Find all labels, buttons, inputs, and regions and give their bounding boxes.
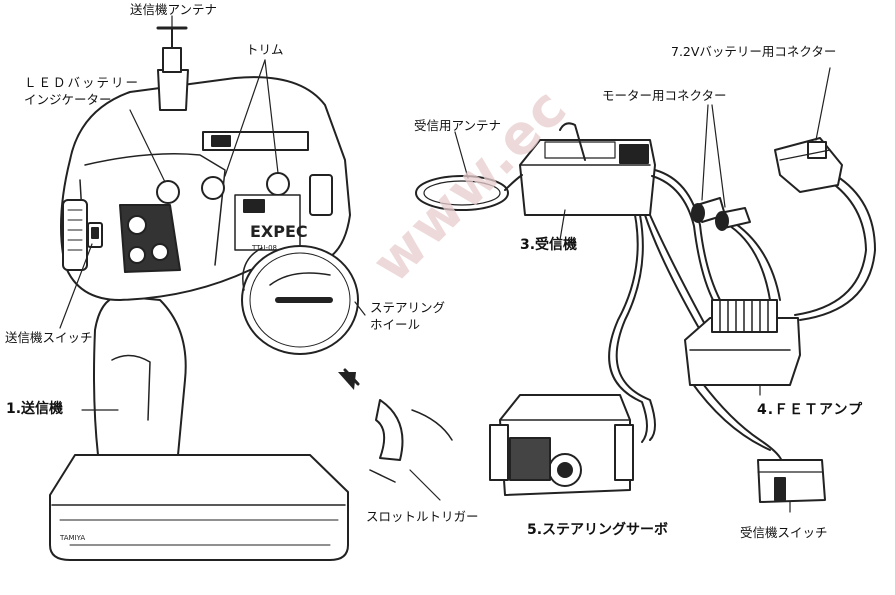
base-brand-print: TAMIYA (59, 534, 85, 542)
receiver-antenna-drawing (415, 174, 523, 211)
fet-amp-drawing (684, 299, 801, 386)
label-steering-servo: 5.ステアリングサーボ (527, 522, 669, 538)
label-fet-amp: 4.ＦＥＴアンプ (757, 402, 864, 418)
label-battery-connector: 7.2Vバッテリー用コネクター (671, 44, 837, 59)
motor-connectors-drawing (691, 197, 751, 231)
label-transmitter-antenna: 送信機アンテナ (130, 2, 218, 17)
servo-drawing (489, 394, 634, 496)
label-transmitter-switch: 送信機スイッチ (5, 330, 93, 345)
label-receiver: 3.受信機 (520, 237, 578, 253)
label-receiver-switch: 受信機スイッチ (740, 525, 828, 540)
label-steering-wheel-2: ホイール (370, 317, 421, 332)
leader-lines (59, 15, 831, 513)
wires-drawing (608, 169, 876, 471)
label-led-battery: ＬＥＤバッテリー (24, 75, 141, 90)
label-indicator: インジケーター (24, 92, 112, 107)
battery-connector-drawing (774, 137, 843, 193)
transmitter-drawing (49, 26, 453, 561)
model-sub-print: TTU-08 (251, 244, 277, 252)
label-transmitter: 1.送信機 (6, 401, 64, 417)
receiver-switch-drawing (757, 459, 826, 503)
receiver-drawing (519, 122, 656, 216)
label-motor-connector: モーター用コネクター (602, 88, 727, 103)
label-receiver-antenna: 受信用アンテナ (414, 118, 502, 133)
label-steering-wheel-1: ステアリング (370, 300, 446, 315)
label-throttle-trigger: スロットルトリガー (366, 509, 479, 524)
model-print: EXPEC (250, 222, 308, 241)
label-trim: トリム (246, 42, 284, 57)
